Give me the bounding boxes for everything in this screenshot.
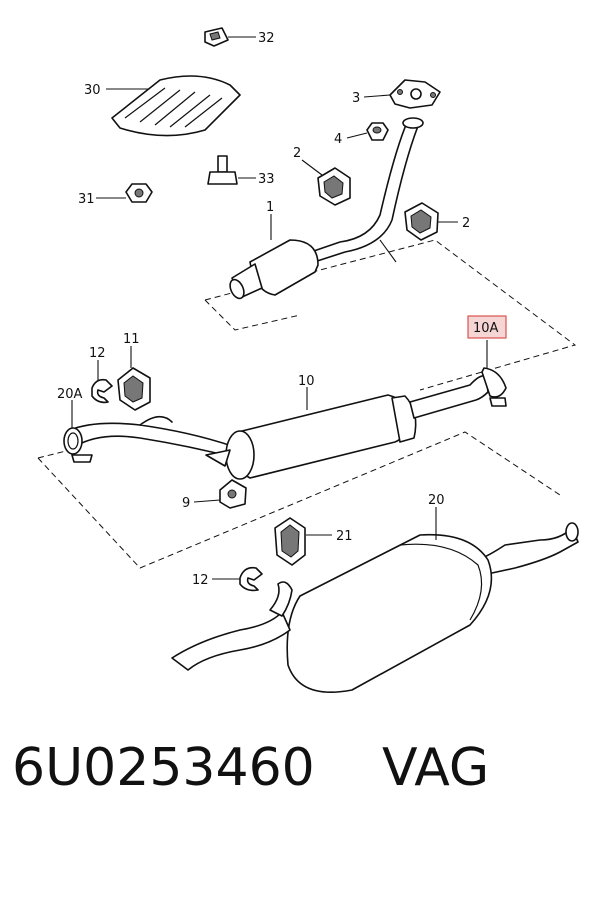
callout-10A-highlight: 10A: [467, 315, 507, 339]
mount-part-9: [193, 479, 247, 509]
heat-shield-part-30: [106, 75, 241, 137]
rubber-mount-part-11: [117, 346, 151, 411]
callout-2-right: 2: [462, 216, 470, 231]
callout-21: 21: [336, 529, 353, 544]
gasket-part-3: [363, 79, 441, 109]
callout-2-upper: 2: [293, 146, 301, 161]
callout-30: 30: [84, 83, 101, 98]
assembly-outline-middle: [37, 431, 561, 569]
part-number: 6U0253460: [12, 738, 315, 798]
middle-pipe-part-10: [63, 340, 507, 480]
callout-20A: 20A: [57, 387, 83, 402]
exhaust-system-diagram: 32 30 3 4 33 2 31 2 1 10A 12 11 20A 10 9…: [37, 27, 579, 693]
callout-4: 4: [334, 132, 342, 147]
clip-part-32: [204, 27, 256, 47]
callout-20: 20: [428, 493, 445, 508]
clip-part-12-lower: [212, 566, 263, 592]
brand-name: VAG: [382, 738, 490, 798]
nut-part-31: [96, 183, 153, 203]
callout-3: 3: [352, 91, 360, 106]
rubber-mount-part-2-right: [404, 202, 458, 241]
callout-10A: 10A: [473, 321, 499, 336]
callout-10: 10: [298, 374, 315, 389]
rear-muffler-part-20: [171, 507, 579, 693]
rubber-mount-part-21: [274, 517, 332, 566]
clip-part-12-upper: [91, 360, 113, 404]
callout-11: 11: [123, 332, 140, 347]
callout-12-lower: 12: [192, 573, 209, 588]
caption: 6U0253460 VAG: [0, 738, 600, 828]
callout-1: 1: [266, 200, 274, 215]
callout-31: 31: [78, 192, 95, 207]
callout-33: 33: [258, 172, 275, 187]
nut-part-4: [346, 122, 389, 141]
assembly-outline-front: [204, 239, 577, 391]
rubber-mount-part-2-left: [301, 159, 351, 206]
callout-12-upper: 12: [89, 346, 106, 361]
callout-9: 9: [182, 496, 190, 511]
catalytic-converter-part-1: [229, 117, 424, 300]
callout-32: 32: [258, 31, 275, 46]
bolt-part-33: [207, 155, 256, 185]
